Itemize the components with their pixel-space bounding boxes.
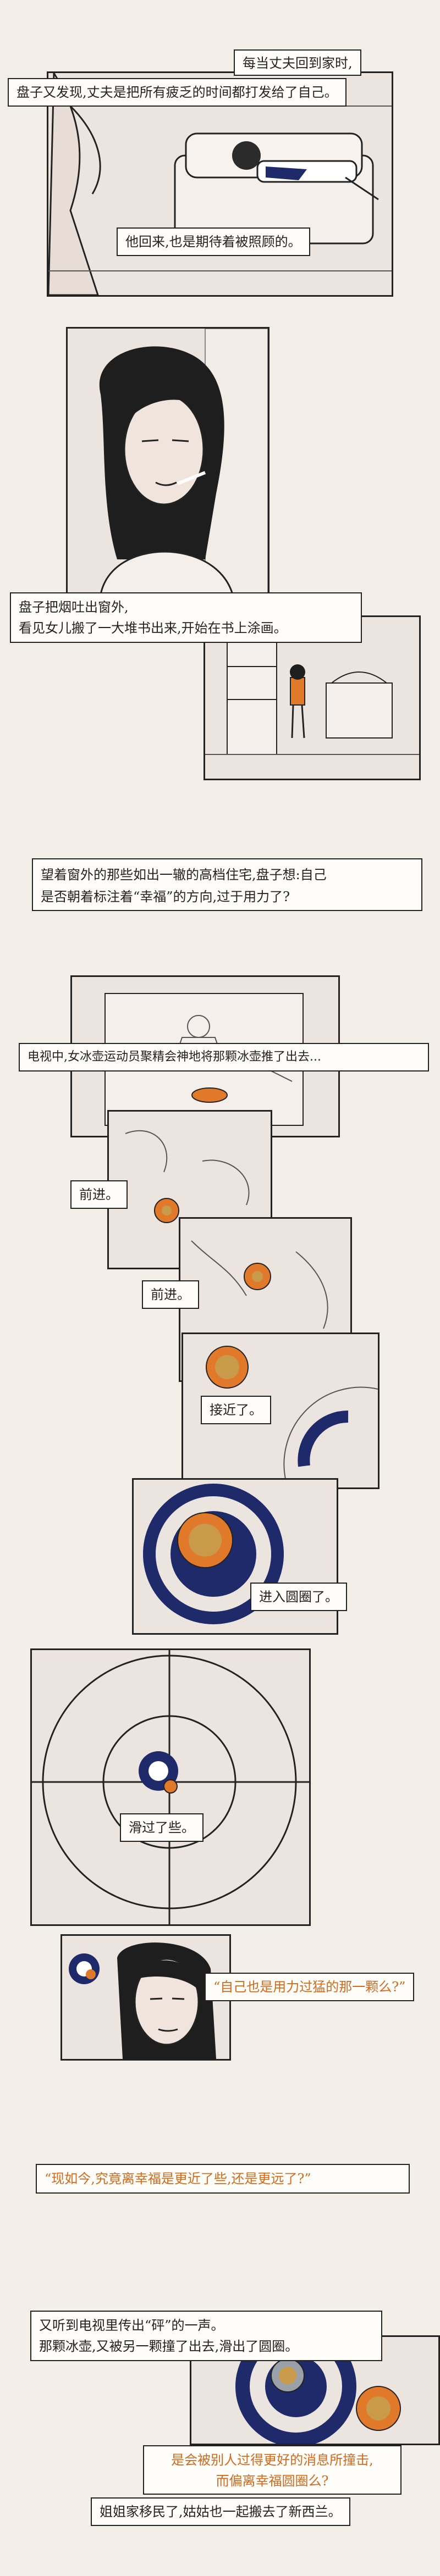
caption-text: 滑过了些。 (129, 1820, 195, 1835)
woman-portrait-illustration (99, 329, 268, 595)
caption-text: “自己也是用力过猛的那一颗么?” (213, 1979, 406, 1995)
stone-slide-illustration (191, 1240, 328, 1329)
caption-text: 盘子又发现,丈夫是把所有疲乏的时间都打发给了自己。 (16, 85, 338, 100)
caption-text: 他回来,也是期待着被照顾的。 (125, 234, 301, 249)
collision-house-illustration (235, 2337, 401, 2444)
caption-text: “现如今,究竟离幸福是更近了些,还是更远了?” (45, 2171, 311, 2186)
caption-deviate-happiness: 是会被别人过得更好的消息所撞击, 而偏离幸福圆圈么? (143, 2445, 402, 2495)
caption-approaching: 接近了。 (201, 1396, 271, 1424)
caption-text: 又听到电视里传出“砰”的一声。 (39, 2318, 224, 2333)
panel-stone-slid-past (30, 1648, 311, 1926)
caption-text: 每当丈夫回到家时, (243, 55, 353, 71)
caption-happiness-direction: 望着窗外的那些如出一辙的高档住宅,盘子想:自己 是否朝着标注着“幸福”的方向,过… (32, 858, 422, 911)
caption-slid-past: 滑过了些。 (120, 1813, 204, 1842)
caption-advance-2: 前进。 (142, 1280, 199, 1309)
caption-text: 前进。 (151, 1287, 190, 1302)
panel-stone-approaching (182, 1333, 380, 1489)
panel-stone-collision (190, 2335, 440, 2445)
caption-text: 前进。 (79, 1187, 119, 1202)
approaching-house-illustration (206, 1346, 378, 1487)
caption-text: 望着窗外的那些如出一辙的高档住宅,盘子想:自己 (41, 867, 327, 882)
panel-daughter-drawing (204, 615, 421, 780)
caption-emigrated: 姐姐家移民了,姑姑也一起搬去了新西兰。 (91, 2497, 350, 2526)
caption-bang: 又听到电视里传出“砰”的一声。 那颗冰壶,又被另一颗撞了出去,滑出了圆圈。 (30, 2311, 382, 2361)
caption-text: 看见女儿搬了一大堆书出来,开始在书上涂画。 (19, 620, 287, 636)
panel-husband-sofa (47, 71, 393, 297)
caption-advance-1: 前进。 (70, 1180, 128, 1209)
caption-husband-returns: 每当丈夫回到家时, (234, 49, 361, 76)
woman-pondering-illustration (69, 1942, 216, 2059)
caption-smoke-window: 盘子把烟吐出窗外, 看见女儿搬了一大堆书出来,开始在书上涂画。 (10, 592, 362, 643)
caption-text: 而偏离幸福圆圈么? (216, 2473, 329, 2489)
panel-woman-pondering (61, 1934, 231, 2061)
overhead-house-illustration (32, 1650, 309, 1924)
caption-text: 电视中,女冰壶运动员聚精会神地将那颗冰壶推了出去... (28, 1050, 321, 1064)
daughter-room-illustration (205, 633, 419, 755)
stone-push-illustration (125, 1130, 250, 1223)
caption-text: 盘子把烟吐出窗外, (19, 599, 129, 615)
house-target-illustration (143, 1484, 284, 1624)
caption-too-hard-question: “自己也是用力过猛的那一颗么?” (205, 1973, 415, 2001)
caption-entered-circle: 进入圆圈了。 (250, 1583, 347, 1611)
caption-text: 进入圆圈了。 (259, 1589, 338, 1605)
caption-text: 接近了。 (210, 1402, 262, 1418)
panel-woman-smoking (66, 327, 270, 596)
caption-text: 是否朝着标注着“幸福”的方向,过于用力了? (41, 889, 290, 904)
caption-husband-fatigue: 盘子又发现,丈夫是把所有疲乏的时间都打发给了自己。 (8, 78, 346, 107)
caption-expect-care: 他回来,也是期待着被照顾的。 (117, 227, 310, 256)
caption-text: 是会被别人过得更好的消息所撞击, (171, 2452, 373, 2468)
caption-tv-curling: 电视中,女冰壶运动员聚精会神地将那颗冰壶推了出去... (19, 1043, 429, 1072)
caption-text: 那颗冰壶,又被另一颗撞了出去,滑出了圆圈。 (39, 2339, 299, 2354)
panel-stone-in-house (132, 1478, 338, 1635)
caption-text: 姐姐家移民了,姑姑也一起搬去了新西兰。 (100, 2504, 342, 2519)
caption-closer-further: “现如今,究竟离幸福是更近了些,还是更远了?” (36, 2164, 410, 2194)
